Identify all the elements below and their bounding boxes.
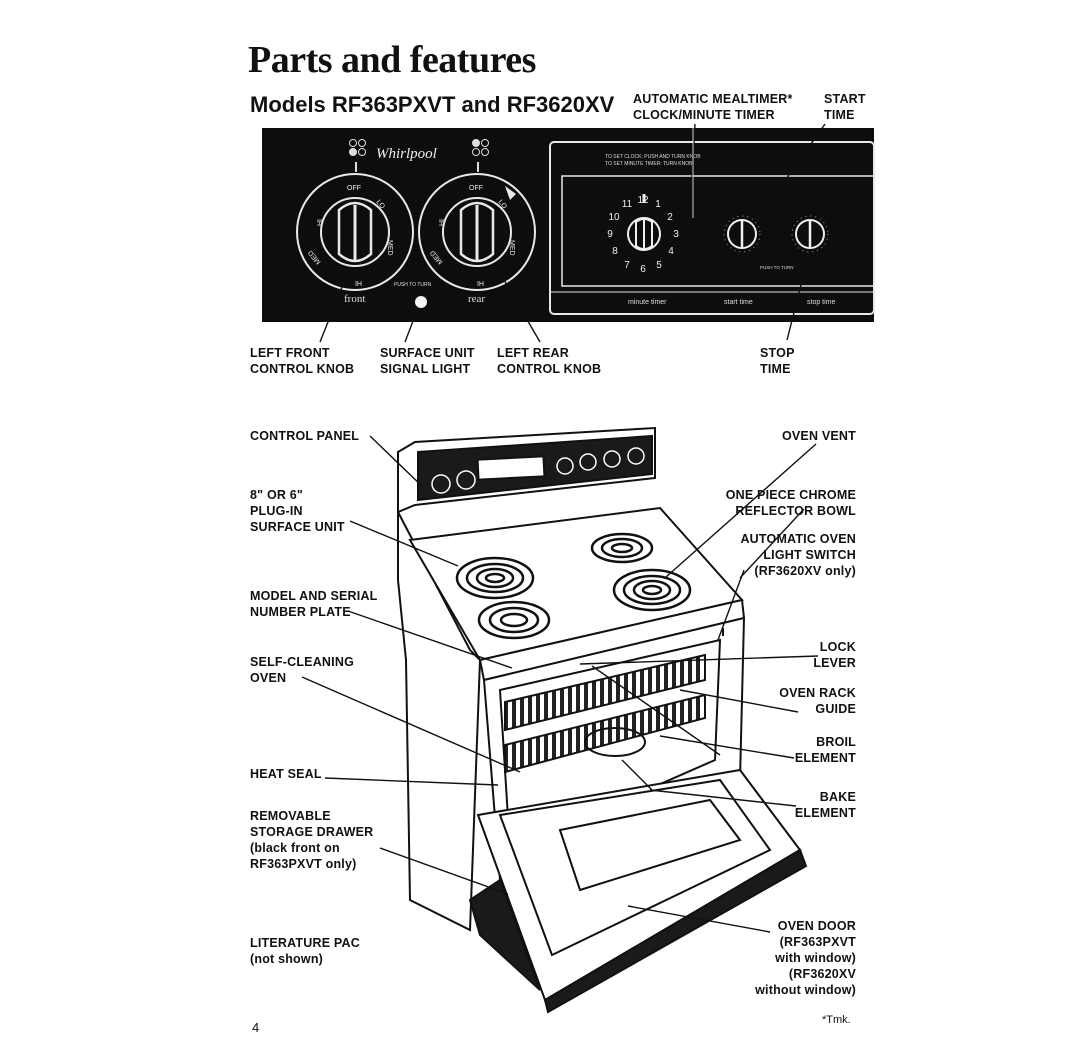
push-to-turn-label: PUSH TO TURN — [394, 282, 432, 288]
label-left-rear-knob: LEFT REAR CONTROL KNOB — [497, 346, 602, 376]
caption-start-time: start time — [724, 299, 753, 306]
knob-mark-lo: LO — [374, 199, 386, 211]
svg-text:11: 11 — [622, 199, 633, 210]
caption-stop-time: stop time — [807, 299, 836, 306]
label-lock-lever: LOCK LEVER — [813, 640, 856, 670]
clock-instruction-1: TO SET CLOCK: PUSH AND TURN KNOB — [605, 154, 701, 160]
label-heat-seal: HEAT SEAL — [250, 767, 322, 781]
label-reflector-bowl: ONE PIECE CHROME REFLECTOR BOWL — [725, 488, 856, 518]
label-oven-door: OVEN DOOR (RF363PXVT with window) (RF362… — [755, 919, 856, 997]
label-rack-guide: OVEN RACK GUIDE — [779, 686, 856, 716]
signal-light — [415, 296, 427, 308]
label-storage-drawer: REMOVABLE STORAGE DRAWER (black front on… — [250, 809, 374, 871]
clock-instruction-2: TO SET MINUTE TIMER: TURN KNOB — [605, 161, 693, 167]
knob-caption-rear: rear — [468, 293, 485, 305]
left-rear-knob[interactable]: OFF LO MED HI MED HI — [418, 173, 536, 291]
top-leaders — [319, 123, 826, 343]
label-start-time: START TIME — [824, 92, 866, 122]
page-number: 4 — [252, 1020, 260, 1035]
knob-mark-med: MED — [386, 240, 393, 256]
label-plug-in-unit: 8" OR 6" PLUG-IN SURFACE UNIT — [250, 488, 345, 534]
svg-text:5: 5 — [656, 260, 662, 271]
caption-minute-timer: minute timer — [628, 299, 667, 306]
label-light-switch: AUTOMATIC OVEN LIGHT SWITCH (RF3620XV on… — [740, 532, 856, 578]
svg-text:3: 3 — [673, 229, 679, 240]
models-subtitle: Models RF363PXVT and RF3620XV — [250, 92, 615, 117]
knob-mark-hi-low: HI — [355, 279, 362, 286]
left-front-knob[interactable]: OFF LO MED HI MED HI — [296, 173, 414, 291]
label-stop-time: STOP TIME — [760, 346, 795, 376]
knob-mark-hi: HI — [317, 219, 324, 226]
knob-mark-lo-rear: LO — [496, 199, 508, 211]
label-model-plate: MODEL AND SERIAL NUMBER PLATE — [250, 589, 378, 619]
svg-text:1: 1 — [655, 199, 661, 210]
svg-text:8: 8 — [612, 246, 618, 257]
push-to-turn-timer: PUSH TO TURN — [760, 265, 794, 270]
clock: 12 1 2 3 4 5 6 7 8 9 10 11 — [607, 194, 679, 275]
trademark-note: *Tmk. — [822, 1014, 851, 1026]
label-broil-element: BROIL ELEMENT — [794, 735, 856, 765]
range-illustration — [397, 426, 808, 1014]
label-mealtimer: AUTOMATIC MEALTIMER* CLOCK/MINUTE TIMER — [633, 92, 793, 122]
knob-mark-hi-rear: HI — [439, 219, 446, 226]
label-self-cleaning-oven: SELF-CLEANING OVEN — [250, 655, 354, 685]
start-time-knob[interactable] — [723, 215, 761, 253]
label-signal-light: SURFACE UNIT SIGNAL LIGHT — [380, 346, 475, 376]
label-bake-element: BAKE ELEMENT — [794, 790, 856, 820]
svg-text:10: 10 — [608, 212, 620, 223]
indicator-dots — [349, 139, 489, 156]
knob-mark-hi-low-rear: HI — [477, 279, 484, 286]
svg-text:4: 4 — [668, 246, 674, 257]
control-panel-detail: TO SET CLOCK: PUSH AND TURN KNOB TO SET … — [262, 128, 875, 322]
knob-mark-off-rear: OFF — [469, 185, 483, 192]
knob-caption-front: front — [344, 293, 365, 305]
brand-logo: Whirlpool — [376, 146, 437, 162]
knob-mark-med-rear: MED — [508, 240, 515, 256]
svg-text:6: 6 — [640, 264, 646, 275]
svg-text:2: 2 — [667, 212, 673, 223]
knob-mark-off: OFF — [347, 185, 361, 192]
page-title: Parts and features — [248, 39, 536, 81]
stop-time-knob[interactable] — [791, 215, 829, 253]
svg-text:7: 7 — [624, 260, 630, 271]
label-left-front-knob: LEFT FRONT CONTROL KNOB — [250, 346, 355, 376]
label-oven-vent: OVEN VENT — [781, 429, 856, 443]
label-literature-pac: LITERATURE PAC (not shown) — [250, 936, 360, 966]
body-leaders — [301, 435, 819, 933]
label-control-panel: CONTROL PANEL — [250, 429, 360, 443]
svg-text:9: 9 — [607, 229, 613, 240]
